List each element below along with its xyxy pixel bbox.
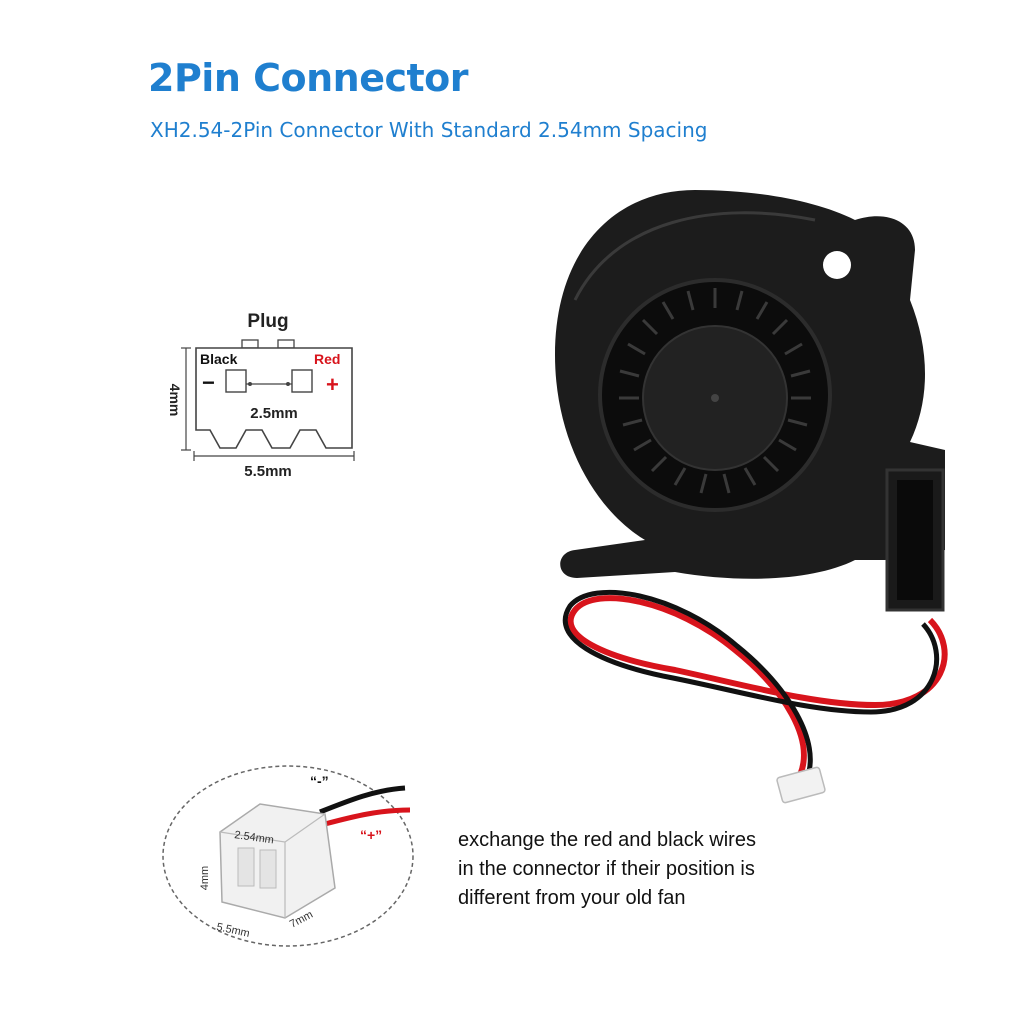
plug-title: Plug <box>247 311 288 332</box>
page-title: 2Pin Connector <box>148 56 469 100</box>
wire-exchange-note: exchange the red and black wires in the … <box>458 826 878 913</box>
black-wire-label: Black <box>200 351 238 367</box>
note-line: exchange the red and black wires <box>458 829 756 851</box>
plug-tab-left <box>241 339 259 349</box>
note-line: in the connector if their position is <box>458 858 755 880</box>
mount-hole-bottom <box>571 520 595 544</box>
minus-sign: − <box>202 370 215 395</box>
minus-label: “-” <box>310 773 329 789</box>
fan-blades <box>619 288 811 494</box>
plus-sign: + <box>326 372 339 397</box>
note-line: different from your old fan <box>458 887 686 909</box>
pin-right <box>291 369 313 393</box>
inset-height-label: 4mm <box>199 866 211 890</box>
pin-left <box>225 369 247 393</box>
plus-label: “+” <box>360 827 382 843</box>
plug-tab-right <box>277 339 295 349</box>
page-subtitle: XH2.54-2Pin Connector With Standard 2.54… <box>150 118 708 142</box>
connector-plug <box>776 766 826 804</box>
red-wire <box>567 595 948 777</box>
mount-hole-top <box>823 251 851 279</box>
plug-diagram: Plug 4mm Black Red − + 2.5mm 5.5mm <box>167 311 355 480</box>
plug-width-label: 5.5mm <box>244 463 292 480</box>
pin-spacing-label: 2.5mm <box>250 405 298 422</box>
connector-body <box>219 803 336 919</box>
pitch-label: 2.54mm <box>234 829 275 846</box>
black-wire <box>562 589 940 779</box>
red-wire-label: Red <box>314 351 340 367</box>
plug-height-label: 4mm <box>167 384 183 417</box>
blower-fan-image <box>555 190 948 804</box>
connector-inset: “-” “+” 2.54mm 4mm 5.5mm 7mm <box>162 765 414 947</box>
